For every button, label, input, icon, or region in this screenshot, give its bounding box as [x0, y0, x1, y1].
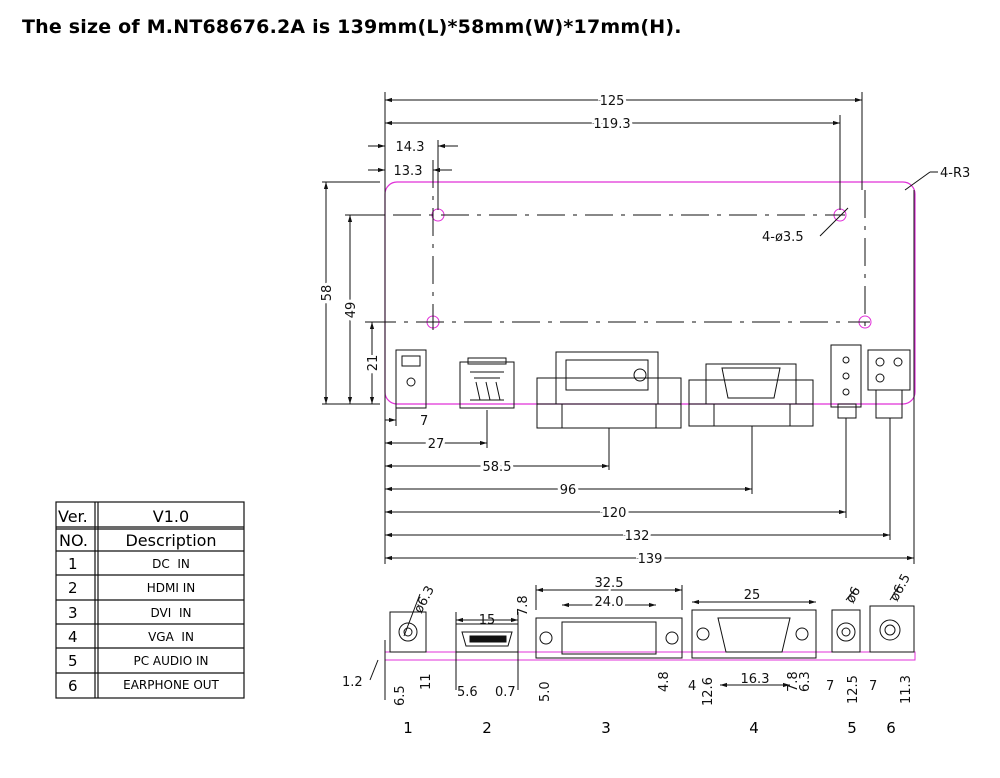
dim-32-5: 32.5	[595, 576, 624, 591]
dim-7a: 7	[826, 679, 834, 694]
table-row-3-no: 3	[68, 604, 78, 622]
front-board	[384, 651, 916, 661]
dim-4-8: 4.8	[657, 671, 672, 692]
earphone-top	[867, 349, 911, 419]
connector-number-3: 3	[601, 719, 611, 737]
connector-number-4: 4	[749, 719, 759, 737]
connector-number-1: 1	[403, 719, 413, 737]
table-desc-label: Description	[125, 531, 216, 550]
table-no-label: NO.	[59, 531, 88, 550]
table-row-6-desc: EARPHONE OUT	[123, 678, 219, 692]
table-row-1-no: 1	[68, 555, 78, 573]
table-row-5-no: 5	[68, 652, 78, 670]
dim-1-2: 1.2	[342, 675, 363, 690]
top-view-labels: 125 119.3 14.3 13.3 4-R3 4-ø3.5 58 49 21…	[317, 91, 970, 570]
front-view-labels: ø6.3 1.2 6.5 11 15 7.8 5.6 0.7 32.5 24.0…	[342, 572, 914, 706]
dim-139: 139	[638, 552, 663, 567]
dim-5-6: 5.6	[457, 685, 478, 700]
dim-11-3: 11.3	[899, 675, 914, 704]
front-view	[369, 583, 916, 700]
table-row-6-no: 6	[68, 677, 78, 695]
dim-d6-5b: ø6.5	[887, 572, 914, 604]
vga-front	[691, 609, 817, 659]
audio-in-front	[831, 609, 861, 653]
dim-4: 4	[688, 679, 696, 694]
table-row-3-desc: DVI IN	[151, 606, 192, 620]
earphone-front	[869, 605, 915, 653]
dim-hole: 4-ø3.5	[762, 230, 804, 245]
dim-27: 27	[428, 437, 445, 452]
dim-5-0: 5.0	[538, 681, 553, 702]
dim-6-3b: 6.3	[798, 671, 813, 692]
dvi-front	[535, 617, 683, 659]
table-row-2-no: 2	[68, 579, 78, 597]
connector-number-6: 6	[886, 719, 896, 737]
connector-number-5: 5	[847, 719, 857, 737]
dim-58: 58	[320, 285, 335, 302]
hdmi-top	[459, 357, 515, 409]
dim-d6-3: ø6.3	[411, 584, 438, 616]
dim-120: 120	[602, 506, 627, 521]
dc-jack-front	[389, 611, 427, 653]
dvi-top	[536, 351, 682, 429]
dim-132: 132	[625, 529, 650, 544]
dim-7-8b: 7.8	[786, 671, 801, 692]
hdmi-front	[455, 623, 519, 653]
dim-25: 25	[744, 588, 761, 603]
dim-49: 49	[344, 302, 359, 319]
table-row-1-desc: DC IN	[152, 557, 190, 571]
dim-21: 21	[366, 355, 381, 372]
dim-14-3: 14.3	[396, 140, 425, 155]
dim-16-3: 16.3	[741, 672, 770, 687]
page-title: The size of M.NT68676.2A is 139mm(L)*58m…	[22, 16, 682, 38]
dim-11: 11	[419, 673, 434, 690]
dim-119-3: 119.3	[593, 117, 630, 132]
table-row-4-desc: VGA IN	[148, 630, 194, 644]
table-row-5-desc: PC AUDIO IN	[134, 654, 209, 668]
table-ver-label: Ver.	[58, 507, 88, 526]
dc-jack-top	[395, 349, 427, 409]
dim-7b: 7	[869, 679, 877, 694]
dim-13-3: 13.3	[394, 164, 423, 179]
table-row-2-desc: HDMI IN	[147, 581, 196, 595]
dim-15: 15	[479, 613, 496, 628]
dim-7: 7	[420, 414, 428, 429]
dim-96: 96	[560, 483, 577, 498]
table-ver-value: V1.0	[153, 507, 189, 526]
connector-number-2: 2	[482, 719, 492, 737]
dim-12-6: 12.6	[701, 677, 716, 706]
audio-in-top	[830, 344, 862, 419]
dim-d6: ø6	[843, 585, 864, 606]
dim-58-5: 58.5	[483, 460, 512, 475]
dim-24-0: 24.0	[595, 595, 624, 610]
table-row-4-no: 4	[68, 628, 78, 646]
dim-125: 125	[600, 94, 625, 109]
version-table: Ver. V1.0 NO. Description 1 DC IN 2 HDMI…	[55, 501, 245, 699]
connector-numbers: 1 2 3 4 5 6	[403, 719, 896, 737]
top-view	[322, 92, 938, 564]
dim-4-r3: 4-R3	[940, 166, 970, 181]
dim-0-7: 0.7	[495, 685, 516, 700]
dim-12-5: 12.5	[846, 675, 861, 704]
dim-6-5: 6.5	[393, 685, 408, 706]
dim-7-8a: 7.8	[516, 595, 531, 616]
vga-top	[688, 363, 814, 427]
